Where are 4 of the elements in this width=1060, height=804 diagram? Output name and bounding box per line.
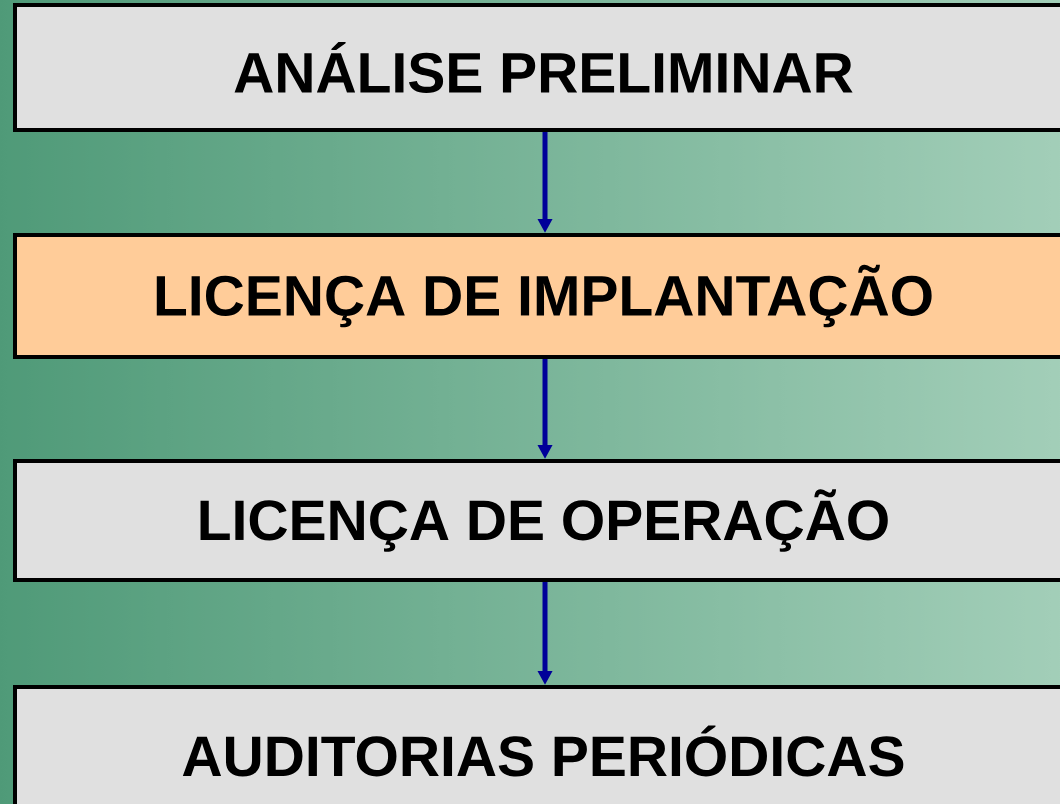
process-box: LICENÇA DE OPERAÇÃO xyxy=(13,459,1060,582)
process-box: LICENÇA DE IMPLANTAÇÃO xyxy=(13,233,1060,359)
process-box: AUDITORIAS PERIÓDICAS xyxy=(13,685,1060,804)
process-box: ANÁLISE PRELIMINAR xyxy=(13,3,1060,132)
